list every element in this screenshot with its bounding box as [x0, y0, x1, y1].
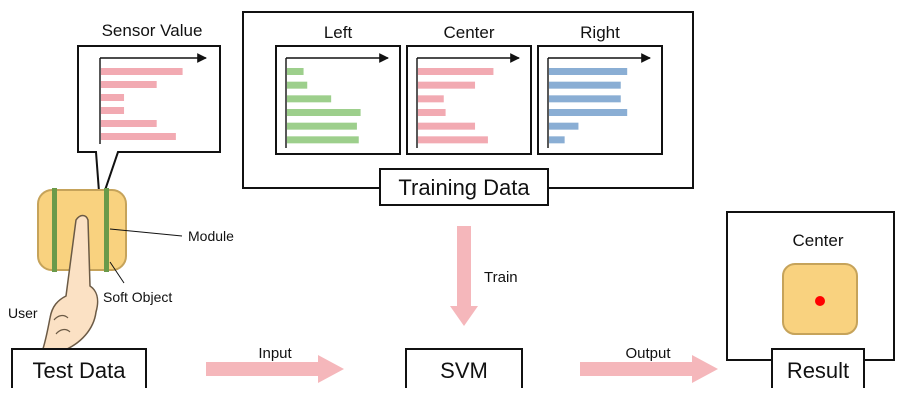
- svm-box: [405, 348, 523, 390]
- sensor-value-label: Sensor Value: [102, 21, 203, 40]
- soft-object-label: Soft Object: [103, 289, 172, 305]
- training-left-bar-3: [287, 95, 332, 103]
- result-label: Result: [787, 358, 849, 383]
- result-center-label: Center: [792, 231, 843, 250]
- result-dot: [815, 296, 825, 306]
- input-label: Input: [258, 345, 292, 362]
- training-left-bar-1: [287, 68, 304, 75]
- sensor-value-chart: [99, 53, 207, 144]
- training-center-bar-4: [418, 109, 446, 116]
- training-left-bar-2: [287, 81, 308, 89]
- training-left-bar-5: [287, 122, 357, 130]
- user-label: User: [8, 305, 38, 321]
- training-data-label: Training Data: [398, 175, 530, 200]
- training-chart-left-frame: [275, 45, 401, 155]
- training-center-bar-5: [418, 122, 476, 130]
- train-label: Train: [484, 269, 518, 286]
- module-band-right: [104, 188, 109, 272]
- test-data-label: Test Data: [33, 358, 127, 383]
- training-chart-title-left: Left: [324, 23, 353, 42]
- training-left-bar-4: [287, 109, 361, 116]
- output-label: Output: [625, 345, 671, 362]
- training-chart-title-right: Right: [580, 23, 620, 42]
- training-charts: Left Center Right: [275, 23, 663, 155]
- training-right-bar-5: [549, 122, 579, 130]
- training-right-bar-6: [549, 136, 565, 144]
- training-chart-title-center: Center: [443, 23, 494, 42]
- sensor-bar-5: [101, 120, 157, 127]
- training-data-box: [379, 168, 549, 206]
- train-arrow: [450, 226, 478, 326]
- module-band-left: [52, 188, 57, 272]
- test-data-box: [11, 348, 147, 390]
- training-right-bar-1: [549, 68, 628, 75]
- sensor-bar-4: [101, 107, 125, 114]
- module-label: Module: [188, 228, 234, 244]
- training-center-bar-3: [418, 95, 444, 103]
- result-box: [771, 348, 865, 390]
- sensor-bar-2: [101, 81, 157, 88]
- training-right-bar-4: [549, 109, 628, 116]
- sensor-bar-1: [101, 68, 183, 75]
- training-center-bar-2: [418, 81, 476, 89]
- output-arrow: [580, 355, 718, 383]
- sensor-bar-3: [101, 94, 125, 101]
- svm-label: SVM: [440, 358, 488, 383]
- training-center-bar-6: [418, 136, 488, 144]
- training-left-bar-6: [287, 136, 359, 144]
- input-arrow: [206, 355, 344, 383]
- sensor-bar-6: [101, 133, 176, 140]
- training-right-bar-2: [549, 81, 621, 89]
- training-right-bar-3: [549, 95, 621, 103]
- training-center-bar-1: [418, 68, 494, 75]
